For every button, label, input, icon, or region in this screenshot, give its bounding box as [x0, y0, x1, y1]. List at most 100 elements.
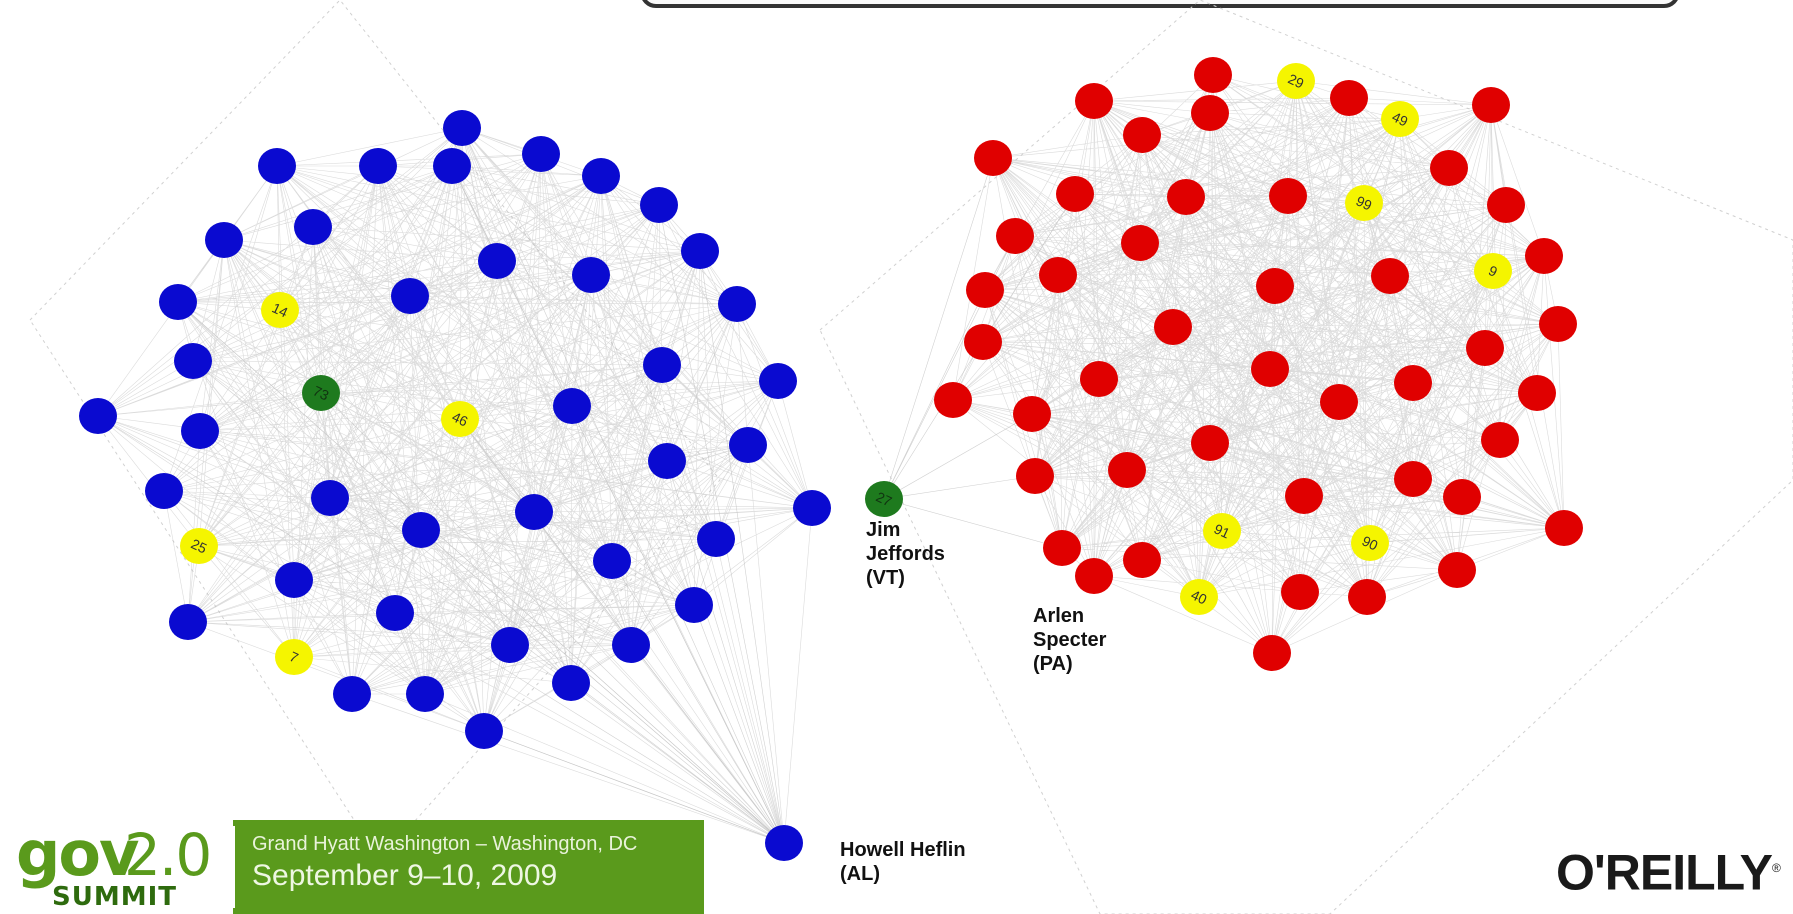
democrat-node [174, 343, 212, 379]
republican-node [1013, 396, 1051, 432]
republican-node [1039, 257, 1077, 293]
democrat-node [294, 209, 332, 245]
democrat-node [333, 676, 371, 712]
republican-node [1123, 117, 1161, 153]
specter-label: Arlen Specter (PA) [1033, 605, 1107, 675]
highlighted-node-label: 25 [189, 535, 210, 556]
republican-node [966, 272, 1004, 308]
cluster-frame-1 [29, 0, 721, 861]
democrat-node [612, 627, 650, 663]
republican-node-dot [1430, 150, 1468, 186]
republican-node-dot [1545, 510, 1583, 546]
republican-node-dot [1191, 425, 1229, 461]
democrat-node-dot [552, 665, 590, 701]
highlighted-node: 40 [1180, 579, 1218, 615]
republican-node [1472, 87, 1510, 123]
republican-node-dot [1194, 57, 1232, 93]
republican-node [1016, 458, 1054, 494]
highlighted-node-label: 29 [1286, 70, 1307, 91]
republican-node [1466, 330, 1504, 366]
republican-node [1075, 558, 1113, 594]
highlighted-node: 9 [1474, 253, 1512, 289]
highlighted-node-dot [1180, 579, 1218, 615]
jeffords-node-label: 27 [874, 488, 895, 509]
republican-node-dot [1394, 461, 1432, 497]
democrat-node [793, 490, 831, 526]
democrat-node [515, 494, 553, 530]
republican-node [1330, 80, 1368, 116]
democrat-node-dot [729, 427, 767, 463]
republican-node [1269, 178, 1307, 214]
switcher-node-label: 73 [311, 382, 332, 403]
republican-node [1371, 258, 1409, 294]
highlighted-node-label: 46 [450, 408, 471, 429]
cluster-frames [29, 0, 1793, 914]
democrat-node [718, 286, 756, 322]
switcher-node-dot [302, 375, 340, 411]
democrat-node [697, 521, 735, 557]
republican-node-dot [1285, 478, 1323, 514]
democrat-node-dot [582, 158, 620, 194]
logo-gov-text: gov [16, 817, 139, 890]
democrat-node [582, 158, 620, 194]
democrat-node [643, 347, 681, 383]
democrat-node-dot [612, 627, 650, 663]
democrat-node [593, 543, 631, 579]
democrat-node [159, 284, 197, 320]
republican-node-dot [1371, 258, 1409, 294]
republican-node-dot [1539, 306, 1577, 342]
democrat-node [640, 187, 678, 223]
democrat-node [275, 562, 313, 598]
republican-node [1525, 238, 1563, 274]
democrat-node [258, 148, 296, 184]
network-edges [97, 74, 1565, 844]
democrat-node-dot [391, 278, 429, 314]
republican-node [996, 218, 1034, 254]
highlighted-node-dot [1345, 185, 1383, 221]
democrat-node [522, 136, 560, 172]
democrat-node-dot [640, 187, 678, 223]
democrat-node [552, 665, 590, 701]
republican-node [1256, 268, 1294, 304]
republican-node-dot [934, 382, 972, 418]
republican-node-dot [1281, 574, 1319, 610]
democrat-node-dot [553, 388, 591, 424]
democrat-node-dot [159, 284, 197, 320]
republican-node [1348, 579, 1386, 615]
democrat-node-dot [643, 347, 681, 383]
democrat-node [145, 473, 183, 509]
republican-node [1251, 351, 1289, 387]
highlighted-node-dot [261, 292, 299, 328]
highlighted-node: 46 [441, 401, 479, 437]
highlighted-node-dot [275, 639, 313, 675]
republican-node [1281, 574, 1319, 610]
republican-node [1154, 309, 1192, 345]
republican-node-dot [1525, 238, 1563, 274]
highlighted-node-label: 40 [1189, 586, 1210, 607]
highlighted-node-dot [1203, 513, 1241, 549]
democrat-node-dot [675, 587, 713, 623]
republican-node [1194, 57, 1232, 93]
republican-node-dot [1348, 579, 1386, 615]
republican-node-dot [1518, 375, 1556, 411]
democrat-node-dot [333, 676, 371, 712]
republican-node [1043, 530, 1081, 566]
highlighted-node: 14 [261, 292, 299, 328]
republican-node-dot [1253, 635, 1291, 671]
republican-node [1167, 179, 1205, 215]
democrat-node-dot [169, 604, 207, 640]
logo-summit-text: SUMMIT [52, 882, 177, 912]
republican-node [1430, 150, 1468, 186]
republican-node-dot [966, 272, 1004, 308]
republican-node [1075, 83, 1113, 119]
democrat-node-dot [478, 243, 516, 279]
highlighted-node-dot [1277, 63, 1315, 99]
highlighted-node-label: 90 [1360, 532, 1381, 553]
republican-node-dot [1269, 178, 1307, 214]
democrat-node [491, 627, 529, 663]
democrat-node [443, 110, 481, 146]
venue-text: Grand Hyatt Washington – Washington, DC [252, 833, 638, 855]
democrat-node-dot [376, 595, 414, 631]
democrat-node [79, 398, 117, 434]
